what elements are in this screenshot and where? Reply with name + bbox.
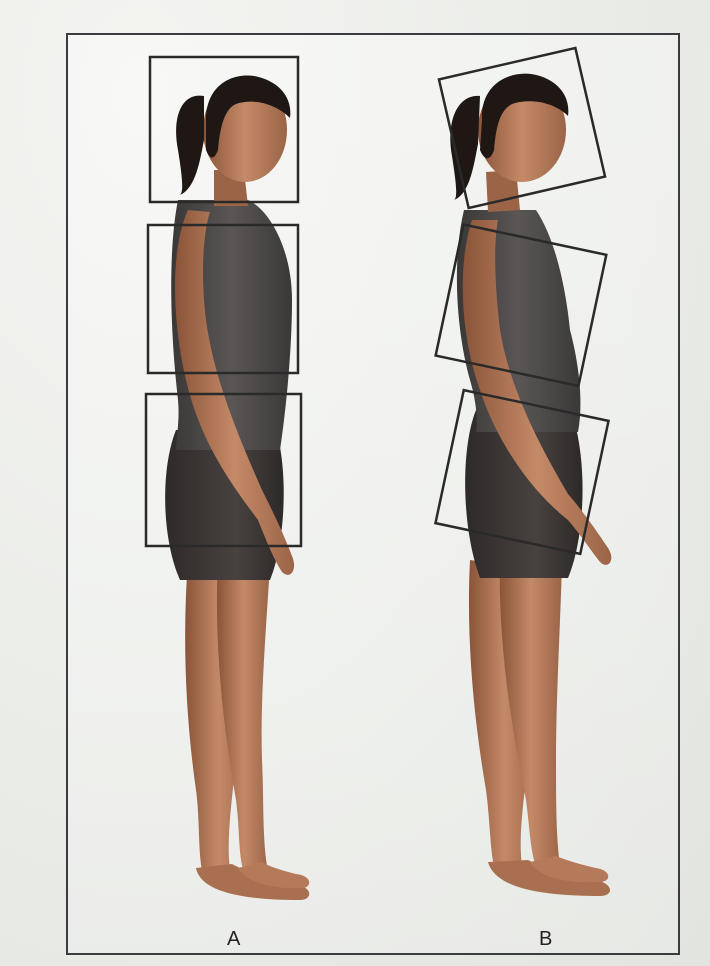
figure-b-woman bbox=[450, 74, 611, 896]
label-b: B bbox=[539, 928, 552, 951]
figure-a-woman bbox=[165, 75, 309, 900]
label-a: A bbox=[227, 928, 240, 951]
